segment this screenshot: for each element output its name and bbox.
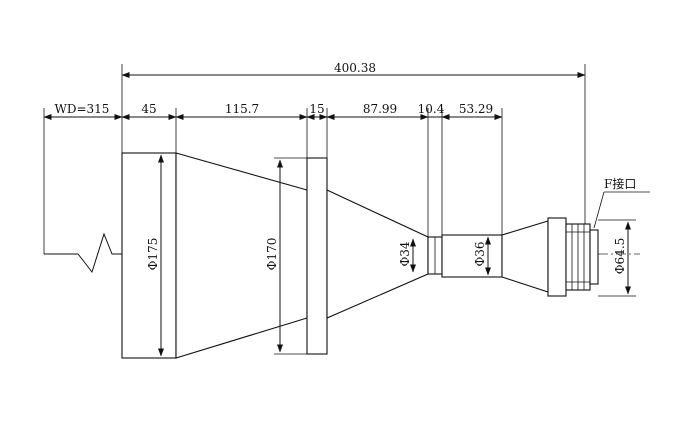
neck-length-label: 10.4 (418, 102, 445, 116)
f-mount-knurling (566, 224, 590, 290)
dimension-chain: WD=315 45 115.7 15 87.99 10.4 53.29 (43, 102, 503, 120)
front-diameter-label: Φ175 (146, 238, 160, 271)
lens-body (121, 152, 599, 359)
dimension-front-diameter: Φ175 (146, 154, 164, 357)
rear-barrel (441, 234, 503, 278)
overall-length-label: 400.38 (334, 61, 376, 75)
front-cone (175, 152, 308, 359)
dimension-flange-diameter: Φ170 (265, 157, 307, 355)
mount-callout: F接口 (593, 176, 650, 229)
flange (306, 157, 328, 355)
working-distance-break-line (44, 232, 122, 274)
front-cone-length-label: 115.7 (225, 102, 259, 116)
rear-barrel-length-label: 53.29 (459, 102, 493, 116)
rear-taper (501, 220, 549, 293)
front-barrel (121, 152, 177, 359)
mount-ring (547, 217, 567, 297)
dimension-neck-diameter: Φ34 (398, 238, 416, 273)
working-distance-label: WD=315 (55, 102, 110, 116)
rear-barrel-diameter-label: Φ36 (473, 241, 487, 266)
dimension-overall-length: 400.38 (121, 61, 586, 78)
mount-type-label: F接口 (604, 176, 636, 191)
rear-cone-length-label: 87.99 (363, 102, 397, 116)
dimension-mount-diameter: Φ64.5 (598, 219, 636, 297)
flange-diameter-label: Φ170 (265, 238, 279, 271)
extension-lines (43, 64, 586, 254)
dimension-rear-barrel-diameter: Φ36 (473, 236, 491, 276)
neck-diameter-label: Φ34 (398, 241, 412, 266)
front-barrel-length-label: 45 (141, 102, 156, 116)
flange-length-label: 15 (309, 102, 324, 116)
mount-diameter-label: Φ64.5 (613, 238, 627, 275)
mount-bayonet (589, 229, 599, 285)
